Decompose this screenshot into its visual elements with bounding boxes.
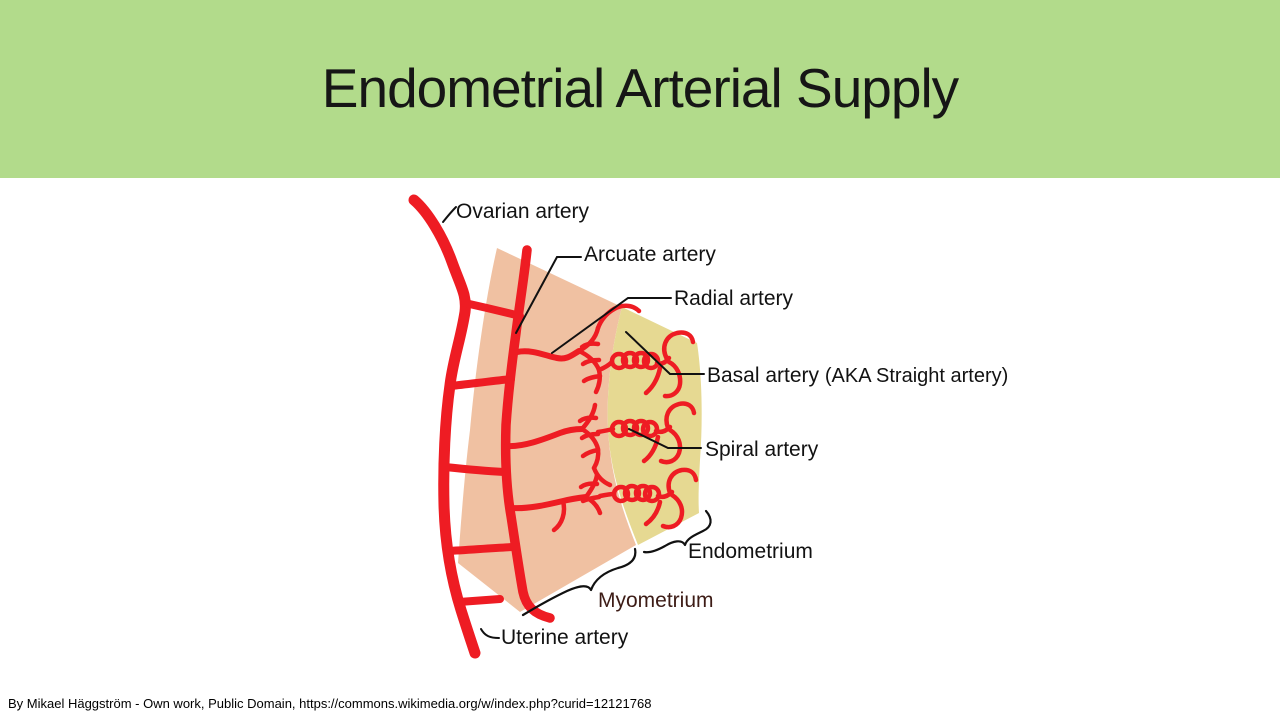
label-ovarian-artery: Ovarian artery (456, 200, 590, 223)
myometrium-brace (521, 547, 637, 617)
basal-arteries (551, 303, 642, 533)
label-myometrium: Myometrium (598, 589, 714, 612)
uterine-leader (480, 628, 500, 639)
uterine-ovarian-artery (408, 194, 481, 659)
artery-tree (408, 194, 699, 659)
label-uterine-artery: Uterine artery (501, 626, 629, 649)
leader-lines (442, 206, 705, 639)
endometrium-brace (642, 509, 712, 554)
label-basal-artery-aka: (AKA Straight artery) (824, 365, 1009, 387)
label-basal-artery-main: Basal artery (707, 364, 820, 387)
basal-leader (625, 331, 705, 375)
attribution-text: By Mikael Häggström - Own work, Public D… (8, 696, 652, 711)
radial-leader (551, 297, 672, 354)
slide-title: Endometrial Arterial Supply (321, 57, 959, 119)
label-basal-artery: Basal artery (AKA Straight artery) (707, 364, 1009, 388)
spiral-leader (628, 428, 702, 449)
label-endometrium: Endometrium (688, 540, 813, 563)
slide-header (0, 0, 1280, 178)
braces (521, 509, 712, 617)
label-radial-artery: Radial artery (674, 287, 794, 310)
ovarian-leader (442, 206, 457, 223)
label-arcuate-artery: Arcuate artery (584, 243, 716, 266)
spiral-arteries (595, 330, 699, 530)
label-spiral-artery: Spiral artery (705, 438, 819, 461)
arcuate-leader (515, 256, 582, 334)
arcuate-artery (500, 245, 555, 623)
